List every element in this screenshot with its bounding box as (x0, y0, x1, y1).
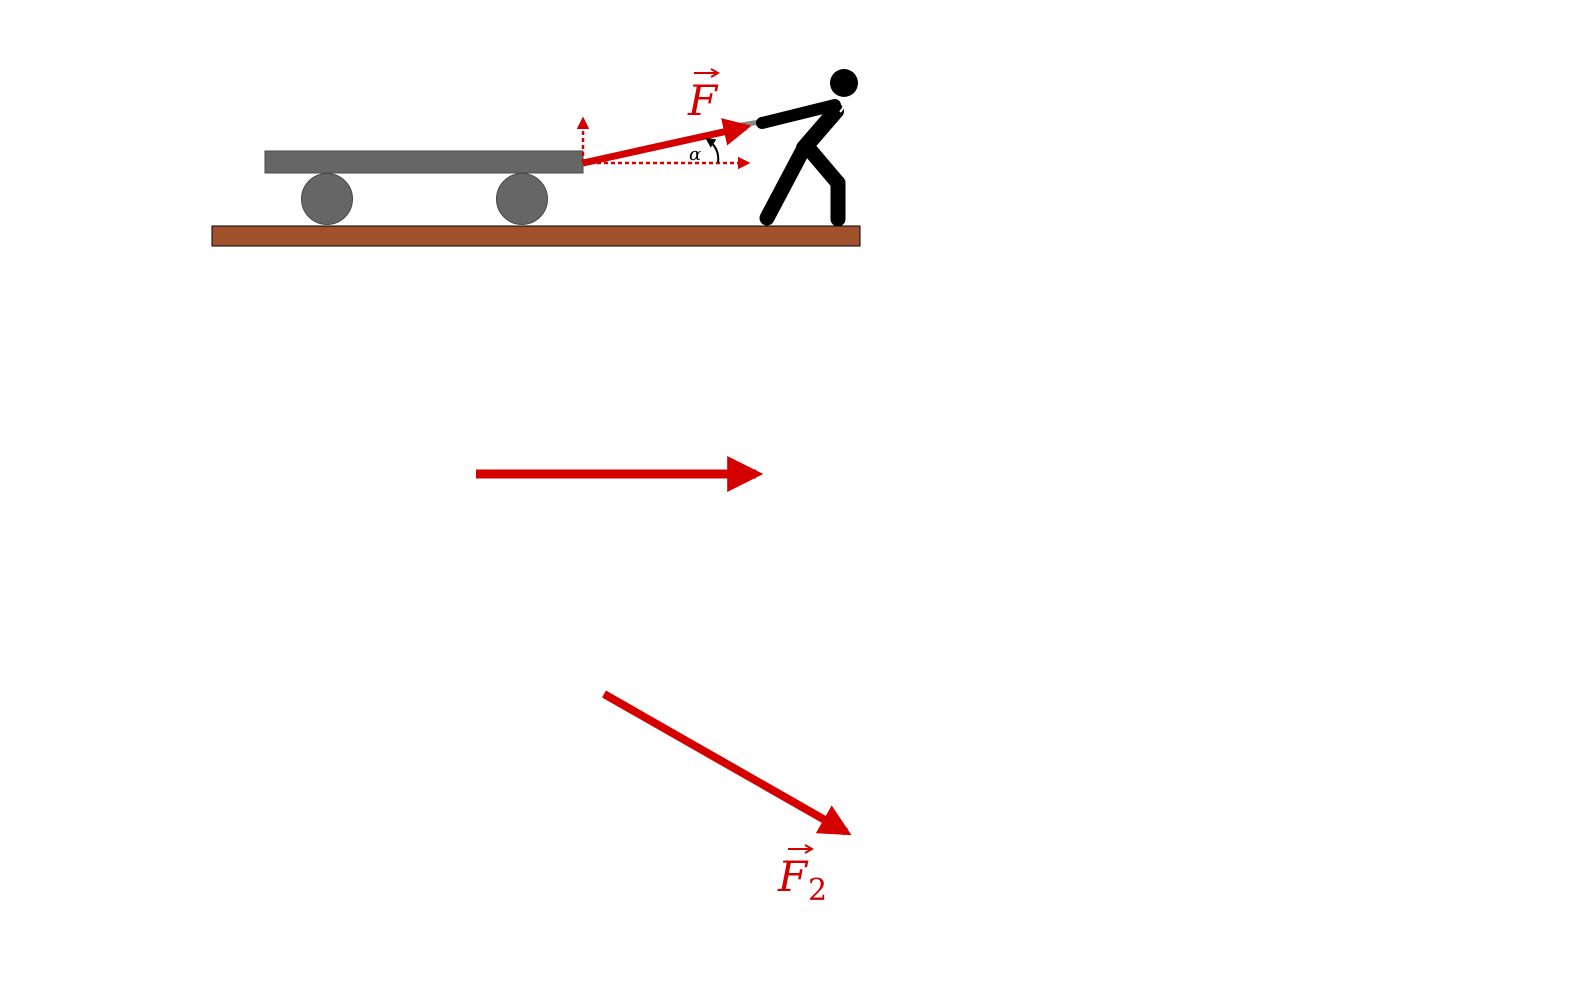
force-main-label: F (687, 76, 719, 125)
force-second-vector-hat-head (804, 844, 815, 854)
person-figure (756, 69, 858, 227)
person-head (830, 69, 858, 97)
person-back-leg (759, 140, 812, 226)
cart-platform (264, 150, 584, 174)
person-torso (796, 103, 844, 156)
force-second-label: F (777, 852, 809, 901)
cart-wheel-left (301, 173, 353, 225)
angle-label: α (689, 144, 701, 165)
force-arrow-second (602, 690, 852, 836)
angle-arc (705, 137, 720, 164)
force-main-vector-hat-head (710, 68, 721, 78)
person-arm-outline (837, 97, 845, 113)
person-upper-arm (756, 99, 841, 129)
cart (264, 150, 584, 225)
force-second-subscript: 2 (808, 873, 827, 908)
force-second-label-group: F 2 (777, 844, 827, 908)
force-main-label-group: F (687, 68, 721, 125)
force-arrow-main (582, 118, 752, 167)
ground-plank (211, 225, 861, 247)
cart-wheel-right (496, 173, 548, 225)
